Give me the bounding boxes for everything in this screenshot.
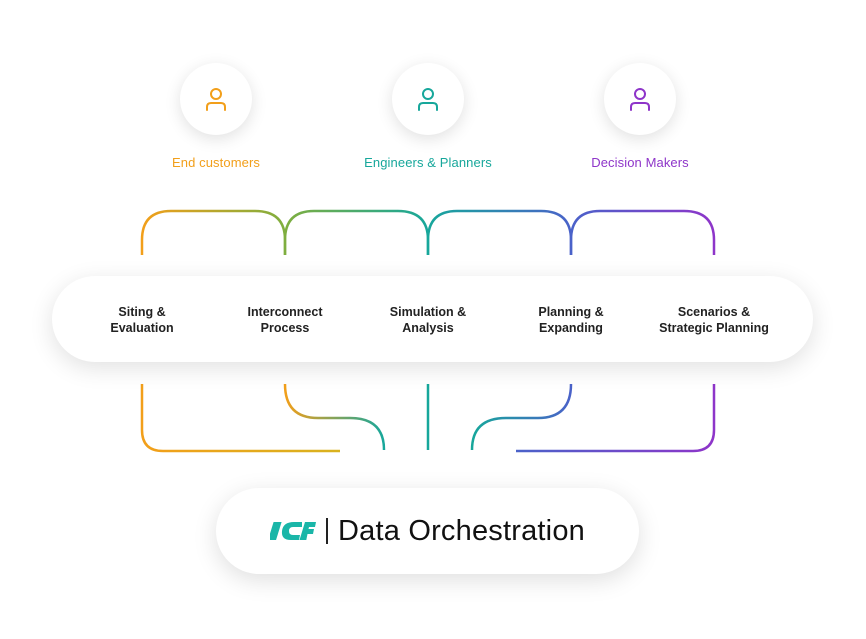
bottom-connector [140,384,340,453]
orchestration-title: Data Orchestration [338,514,585,547]
persona-decision-makers [604,63,676,135]
process-stages-bar: Siting & Evaluation Interconnect Process… [52,276,813,362]
icf-logo [270,519,316,543]
logo-divider [326,518,328,544]
top-arc [283,209,430,255]
person-icon [418,88,438,111]
persona-label-end-customers: End customers [171,155,260,170]
top-arc [140,209,287,255]
persona-engineers-planners [392,63,464,135]
bottom-connector [516,384,716,453]
bottom-connector [283,383,386,451]
top-arc [426,209,573,255]
person-icon [630,88,650,111]
stage-siting-evaluation: Siting & Evaluation [110,305,174,335]
stage-scenarios-strategic-planning: Scenarios & Strategic Planning [659,305,769,335]
bottom-connector [470,383,573,451]
persona-end-customers [180,63,252,135]
persona-label-decision-makers: Decision Makers [591,155,689,170]
person-icon [206,88,226,111]
stage-planning-expanding: Planning & Expanding [538,305,604,335]
icf-logo-mark [270,522,316,540]
stage-interconnect-process: Interconnect Process [247,305,323,335]
persona-label-engineers-planners: Engineers & Planners [364,155,492,170]
top-arc [569,209,716,255]
data-orchestration-box: Data Orchestration [216,488,639,574]
stage-simulation-analysis: Simulation & Analysis [389,305,467,335]
